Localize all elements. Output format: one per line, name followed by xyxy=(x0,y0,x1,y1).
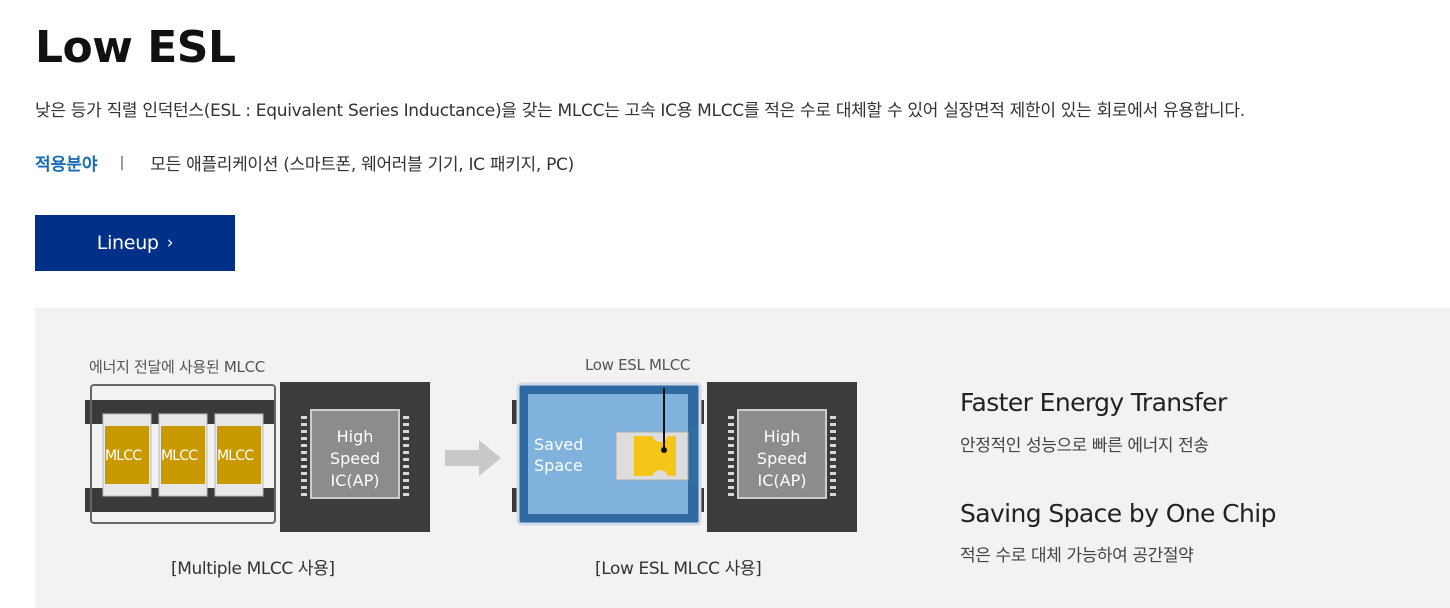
application-row: 적용분야 | 모든 애플리케이션 (스마트폰, 웨어러블 기기, IC 패키지,… xyxy=(35,150,574,176)
saved-line1: Saved xyxy=(534,435,584,454)
chevron-right-icon: › xyxy=(166,233,174,253)
application-label: 적용분야 xyxy=(35,155,98,175)
ic-label-line2: Speed xyxy=(329,449,381,468)
ic-die-right xyxy=(737,409,827,499)
feature-2-sub: 적은 수로 대체 가능하여 공간절약 xyxy=(960,546,1194,566)
low-esl-diagram xyxy=(512,382,857,532)
ic-label-left: High Speed IC(AP) xyxy=(311,426,399,492)
feature-2-heading: Saving Space by One Chip xyxy=(960,499,1277,528)
mlcc-chip-3-label: MLCC xyxy=(217,448,254,464)
saved-line2: Space xyxy=(534,456,583,475)
mlcc-chip-3 xyxy=(214,413,264,497)
ic-pins-left xyxy=(301,416,409,496)
leader-dot xyxy=(661,447,667,453)
right-caption: [Low ESL MLCC 사용] xyxy=(595,559,762,579)
ic-pins-right xyxy=(728,416,836,496)
page-title: Low ESL xyxy=(35,22,236,73)
application-separator: | xyxy=(119,154,125,171)
mlcc-chip-1-label: MLCC xyxy=(105,448,142,464)
left-top-label: 에너지 전달에 사용된 MLCC xyxy=(89,358,265,376)
mlcc-chip-1 xyxy=(102,413,152,497)
diagram-panel: 에너지 전달에 사용된 MLCC MLCC MLCC MLCC High xyxy=(35,308,1450,608)
mlcc-chip-2 xyxy=(158,413,208,497)
lineup-button[interactable]: Lineup › xyxy=(35,215,235,271)
ic-label-line1: High xyxy=(336,427,374,446)
arrow-right-icon xyxy=(445,440,501,476)
ic-label-right-line3: IC(AP) xyxy=(757,471,807,490)
application-value: 모든 애플리케이션 (스마트폰, 웨어러블 기기, IC 패키지, PC) xyxy=(150,155,574,175)
feature-1-sub: 안정적인 성능으로 빠른 에너지 전송 xyxy=(960,436,1209,456)
low-esl-chip-core xyxy=(634,436,676,476)
mlcc-chip-2-label: MLCC xyxy=(161,448,198,464)
ic-label-right-line1: High xyxy=(763,427,801,446)
ic-label-right: High Speed IC(AP) xyxy=(738,426,826,492)
feature-1-heading: Faster Energy Transfer xyxy=(960,388,1227,417)
page-description: 낮은 등가 직렬 인덕턴스(ESL : Equivalent Series In… xyxy=(35,101,1245,121)
multiple-mlcc-diagram xyxy=(85,382,430,532)
left-caption: [Multiple MLCC 사용] xyxy=(171,559,335,579)
lineup-button-label: Lineup xyxy=(96,232,159,254)
ic-die-left xyxy=(310,409,400,499)
right-top-label: Low ESL MLCC xyxy=(585,356,691,374)
ic-label-right-line2: Speed xyxy=(756,449,808,468)
ic-label-line3: IC(AP) xyxy=(330,471,380,490)
saved-space-label: Saved Space xyxy=(534,434,583,476)
mlcc-outline-box xyxy=(90,384,276,524)
